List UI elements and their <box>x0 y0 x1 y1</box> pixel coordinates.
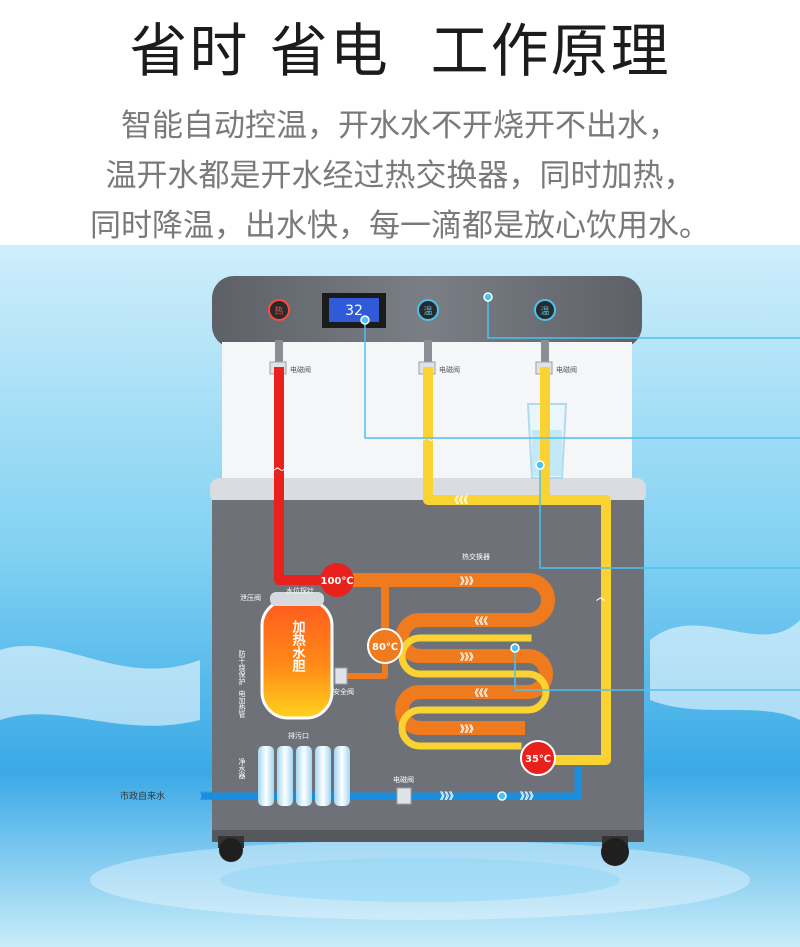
hot-button[interactable] <box>268 299 290 321</box>
water-wave-right <box>650 620 800 720</box>
temp-badge-100: 100℃ <box>320 563 354 597</box>
description-line-3: 同时降温，出水快，每一滴都是放心饮用水。 <box>90 208 710 244</box>
inlet-valve-label: 电磁阀 <box>393 775 414 784</box>
svg-text:︿︿: ︿︿ <box>273 463 291 473</box>
temp-badge-80: 80℃ <box>367 628 403 664</box>
svg-text:《《《: 《《《 <box>470 688 488 699</box>
display-text: 32 <box>345 303 363 319</box>
callout-dots <box>360 292 545 801</box>
drain-label: 排污口 <box>288 731 309 740</box>
warm-pipe-loop <box>423 367 611 765</box>
water-ripple-inner <box>220 858 620 902</box>
anti-dry-label: 防干烧保护 <box>238 649 246 686</box>
temp-35-text: 35℃ <box>525 754 551 765</box>
svg-text:《《《: 《《《 <box>450 495 468 506</box>
temp-badge-35: 35℃ <box>520 740 556 776</box>
svg-text:》》》: 》》》 <box>460 652 478 663</box>
description-line-2: 温开水都是开水经过热交换器，同时加热， <box>105 158 695 194</box>
safety-valve-body <box>334 667 348 685</box>
safety-valve-label: 安全阀 <box>333 687 354 696</box>
purifier-label: 净水器 <box>238 757 246 780</box>
warm-button-2[interactable] <box>534 299 556 321</box>
hot-pipe <box>274 367 327 585</box>
inlet-solenoid-valve <box>396 787 412 805</box>
heat-exchanger-label: 热交换器 <box>462 552 490 561</box>
valve-2-label: 电磁阀 <box>439 365 460 374</box>
water-level-probe-label: 水位探针 <box>286 586 314 595</box>
temp-100-text: 100℃ <box>321 576 354 587</box>
tank-title: 加热水胆 <box>290 620 307 673</box>
callout-lines <box>364 297 800 691</box>
hot-button-label: 热 <box>274 305 283 317</box>
description-line-1: 智能自动控温，开水水不开烧开不出水， <box>121 108 679 144</box>
svg-text:》》》: 》》》 <box>460 724 478 735</box>
cabinet-base <box>212 830 644 842</box>
caster-wheel-right <box>601 836 629 866</box>
svg-text:》》》: 》》》 <box>440 791 458 802</box>
valve-3-label: 电磁阀 <box>556 365 577 374</box>
svg-text:》》》: 》》》 <box>460 576 478 587</box>
svg-text:》》》: 》》》 <box>200 791 218 802</box>
svg-text:》》》: 》》》 <box>520 791 538 802</box>
warm-button-1[interactable] <box>417 299 439 321</box>
svg-text:︿: ︿ <box>596 593 605 603</box>
display-screen <box>329 298 379 322</box>
filter-cartridges <box>258 746 350 806</box>
safety-pipe <box>342 657 388 679</box>
pressure-valve-label: 泄压阀 <box>240 593 261 602</box>
page-title: 省时 省电 工作原理 <box>129 17 671 85</box>
heating-tank <box>260 592 334 720</box>
caster-wheel-left <box>218 836 244 862</box>
water-wave-left <box>0 645 200 726</box>
warm-button-2-label: 温 <box>540 306 549 317</box>
municipal-water-label: 市政自来水 <box>120 790 165 802</box>
exchanger-cold-coil <box>398 634 550 750</box>
temp-80-text: 80℃ <box>372 642 398 653</box>
heating-tube-label: 电加热管 <box>238 689 246 719</box>
valve-1-label: 电磁阀 <box>290 365 311 374</box>
exchanger-coil <box>353 573 555 735</box>
warm-button-1-label: 温 <box>423 306 432 317</box>
svg-text:《《《: 《《《 <box>470 616 488 627</box>
